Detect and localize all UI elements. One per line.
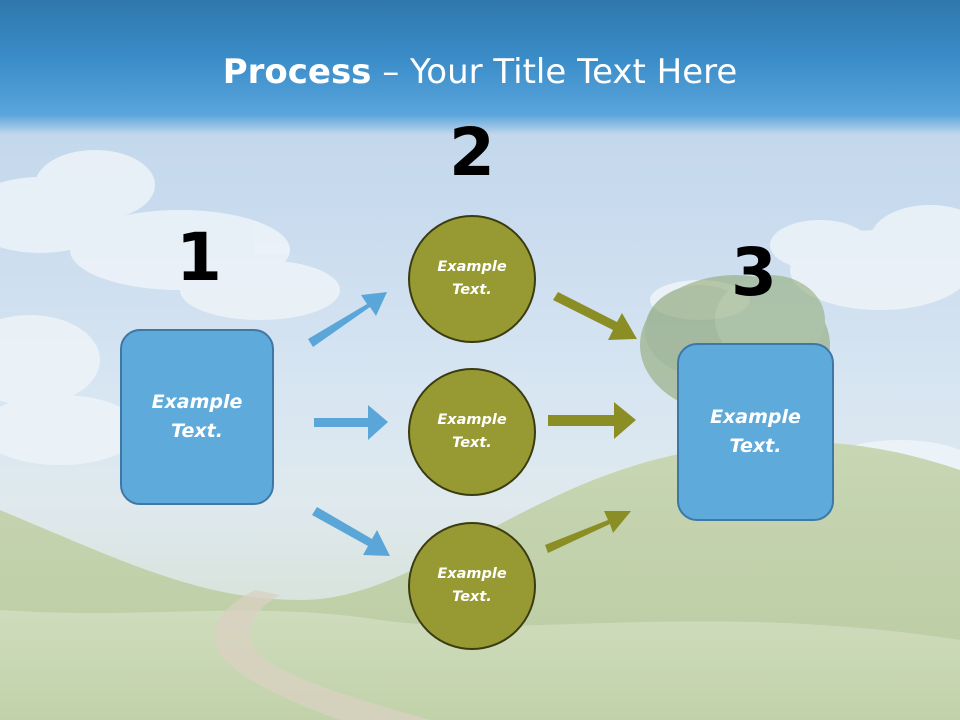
step-3-text: Example Text. <box>710 406 801 457</box>
title-band <box>0 0 960 135</box>
arrow-1-to-middle <box>314 405 388 440</box>
step-2-circle-bottom-text: Example Text. <box>437 566 507 605</box>
step-3-box[interactable]: Example Text. <box>677 343 834 521</box>
step-number-3: 3 <box>731 234 777 311</box>
arrow-1-to-top <box>308 292 387 347</box>
step-2-circle-middle-text: Example Text. <box>437 412 507 451</box>
step-1-text: Example Text. <box>151 391 243 442</box>
step-number-2: 2 <box>449 114 495 191</box>
title-bold: Process <box>222 52 372 92</box>
step-2-circle-bottom[interactable]: Example Text. <box>408 522 536 650</box>
step-number-1: 1 <box>176 219 222 296</box>
step-2-circle-middle[interactable]: Example Text. <box>408 368 536 496</box>
arrow-top-to-3 <box>553 292 637 340</box>
title-rest: – Your Title Text Here <box>371 52 738 92</box>
arrow-middle-to-3 <box>548 402 636 439</box>
step-2-circle-top-text: Example Text. <box>437 259 507 298</box>
step-1-box[interactable]: Example Text. <box>120 329 274 505</box>
arrow-1-to-bottom <box>312 507 390 556</box>
slide-title: Process – Your Title Text Here <box>0 52 960 92</box>
arrow-bottom-to-3 <box>545 511 631 553</box>
step-2-circle-top[interactable]: Example Text. <box>408 215 536 343</box>
